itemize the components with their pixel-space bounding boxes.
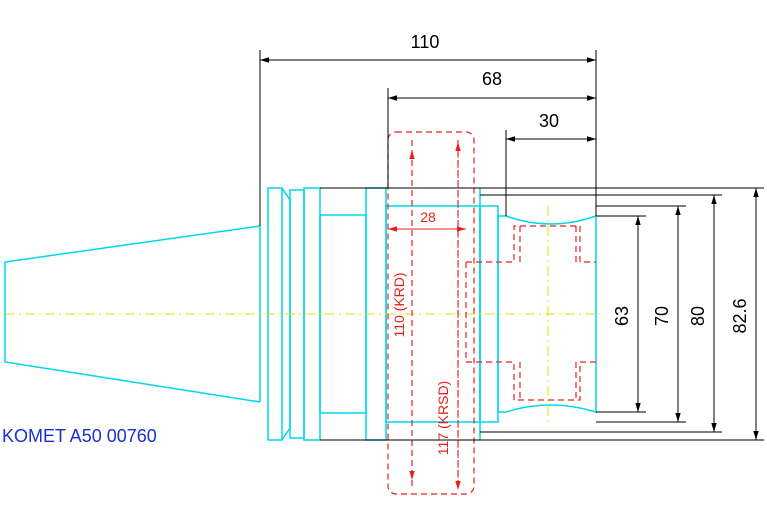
dim-30-text: 30 — [539, 111, 559, 131]
dim-80-text: 80 — [688, 306, 708, 326]
bore-top — [466, 225, 596, 263]
bore-bottom — [466, 361, 596, 401]
dim-110-text: 110 — [411, 32, 440, 52]
part-label: KOMET A50 00760 — [2, 426, 157, 446]
centerlines — [5, 206, 600, 422]
dim-63-text: 63 — [612, 306, 632, 326]
dim-68-text: 68 — [482, 69, 502, 89]
dim-28-text: 28 — [420, 209, 436, 225]
krsd-text: 117 (KRSD) — [435, 381, 451, 455]
dim-70-text: 70 — [652, 306, 672, 326]
krd-text: 110 (KRD) — [391, 272, 407, 337]
dimension-lines — [259, 50, 764, 441]
hidden-lines — [387, 131, 596, 495]
taper — [4, 225, 261, 403]
krd-envelope — [387, 131, 475, 495]
dim-82-6-text: 82.6 — [730, 298, 750, 333]
